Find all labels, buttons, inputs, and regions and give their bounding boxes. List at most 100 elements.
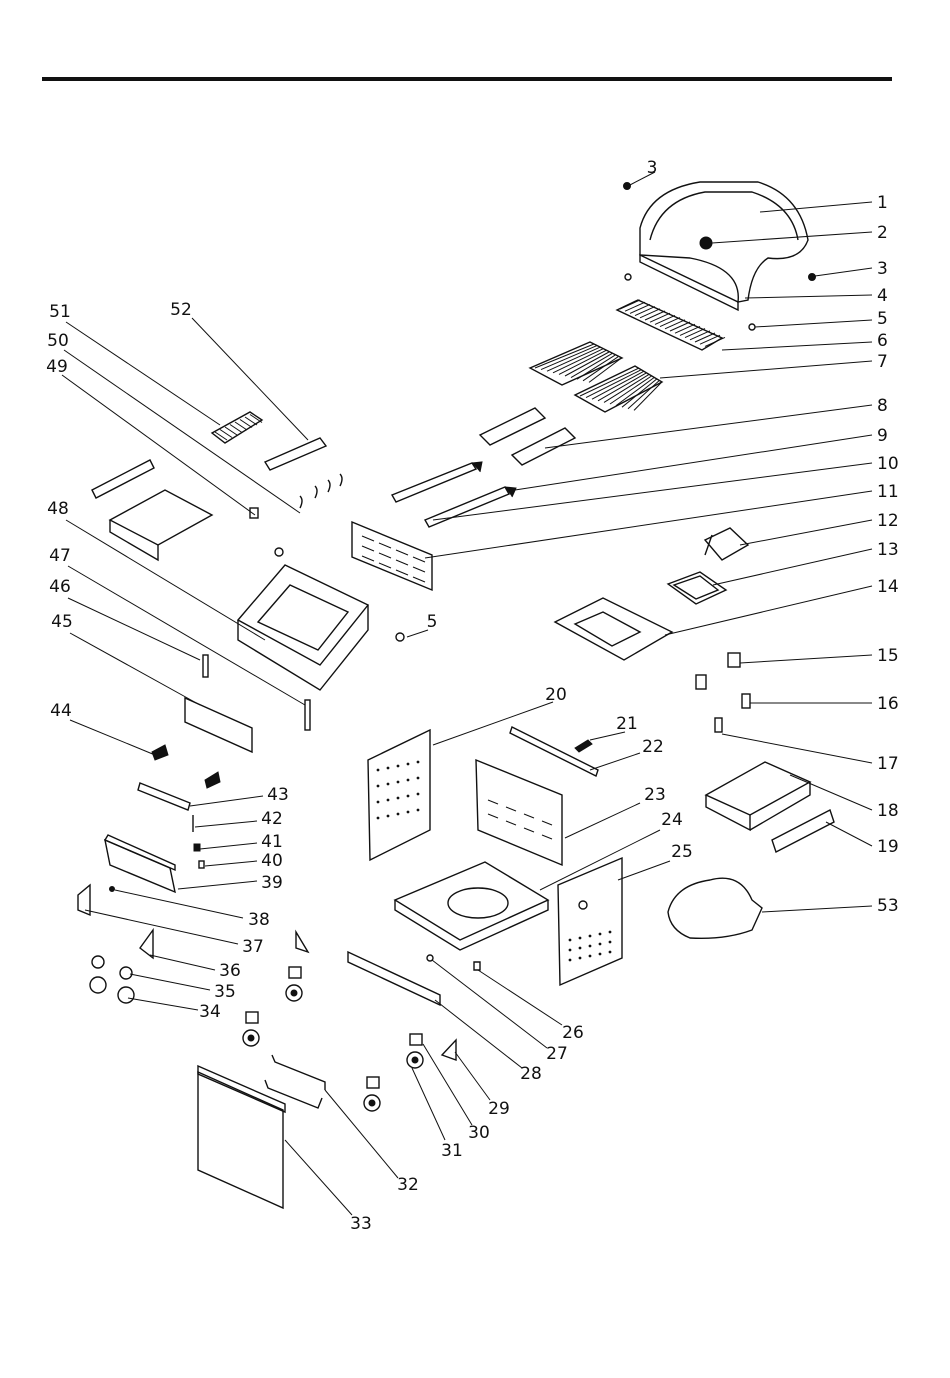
screw-3-top — [624, 183, 631, 190]
cabinet-door-part — [198, 1066, 285, 1208]
bracket-16a — [696, 675, 706, 689]
leader-line-30 — [423, 1044, 472, 1125]
callout-label-32: 32 — [397, 1175, 419, 1195]
callout-label-50: 50 — [47, 331, 69, 351]
part-41 — [194, 844, 200, 851]
bracket-17 — [715, 718, 722, 732]
callout-label-10: 10 — [877, 454, 899, 474]
rail-22-part — [510, 727, 598, 776]
left-shelf-trim — [92, 460, 154, 498]
leader-line-22 — [590, 753, 640, 770]
leader-line-5b — [407, 630, 428, 637]
shelf-trim-part — [772, 810, 834, 852]
callout-label-48: 48 — [47, 499, 69, 519]
cabinet-base-part — [395, 862, 548, 950]
callout-label-34: 34 — [199, 1002, 221, 1022]
bottom-rail-part — [348, 952, 440, 1005]
callout-label-47: 47 — [49, 546, 71, 566]
callout-label-19: 19 — [877, 837, 899, 857]
leader-line-42 — [195, 821, 257, 827]
left-side-shelf — [110, 490, 212, 560]
leader-line-17 — [722, 734, 872, 763]
callout-label-52: 52 — [170, 300, 192, 320]
part-47 — [305, 700, 310, 730]
heat-shield-part — [352, 522, 432, 590]
leader-line-2 — [712, 232, 872, 243]
callout-label-21: 21 — [616, 714, 638, 734]
leader-line-19 — [826, 822, 872, 846]
callout-label-23: 23 — [644, 785, 666, 805]
leader-line-33 — [285, 1140, 352, 1215]
leader-line-24 — [540, 830, 660, 890]
screw-firebox — [275, 548, 283, 556]
hooks-part — [300, 474, 342, 508]
bracket-16 — [742, 694, 750, 708]
callout-label-2: 2 — [877, 223, 888, 243]
leader-line-26 — [478, 970, 562, 1025]
callout-label-20: 20 — [545, 685, 567, 705]
clip-49 — [250, 508, 258, 518]
cabinet-back-panel — [476, 760, 562, 865]
callout-label-6: 6 — [877, 331, 888, 351]
bracket-side-part — [296, 932, 308, 952]
leader-line-36 — [150, 955, 215, 970]
callout-label-40: 40 — [261, 851, 283, 871]
leader-line-39 — [178, 881, 257, 889]
callout-label-37: 37 — [242, 937, 264, 957]
leader-line-3 — [815, 268, 872, 276]
cabinet-side-panel-left — [368, 730, 430, 860]
callout-label-46: 46 — [49, 577, 71, 597]
callout-label-35: 35 — [214, 982, 236, 1002]
screw-3-right — [809, 274, 816, 281]
callout-label-43: 43 — [267, 785, 289, 805]
leader-line-7 — [660, 361, 872, 378]
callout-label-28: 28 — [520, 1064, 542, 1084]
leader-line-44 — [70, 720, 155, 755]
leader-line-29 — [455, 1052, 490, 1100]
leader-line-35 — [130, 974, 210, 990]
callout-label-30: 30 — [468, 1123, 490, 1143]
callout-label-8: 8 — [877, 396, 888, 416]
caster-rear-3 — [243, 1012, 259, 1046]
screw-5-mid — [396, 633, 404, 641]
leader-line-51 — [66, 322, 220, 425]
hook-bar-part — [265, 1055, 325, 1108]
header-rule — [42, 77, 892, 81]
leader-line-14 — [665, 586, 872, 635]
valves-part — [152, 745, 220, 788]
callout-label-31: 31 — [441, 1141, 463, 1161]
control-panel-part — [105, 835, 175, 892]
cabinet-side-panel-right — [558, 858, 622, 985]
firebox-part — [238, 565, 368, 690]
callout-label-29: 29 — [488, 1099, 510, 1119]
leader-line-6 — [722, 342, 872, 350]
leader-line-23 — [565, 803, 640, 838]
warming-rack-part — [617, 300, 725, 350]
callout-label-1: 1 — [877, 193, 888, 213]
rail-21-part — [575, 740, 592, 752]
fitting-26 — [474, 962, 480, 970]
callout-label-26: 26 — [562, 1023, 584, 1043]
leader-line-53 — [762, 906, 872, 912]
leader-line-10 — [433, 463, 872, 520]
lid-part — [640, 182, 808, 310]
callout-label-13: 13 — [877, 540, 899, 560]
control-knob-1 — [120, 967, 132, 979]
leader-line-40 — [205, 861, 257, 866]
side-burner-part — [265, 438, 326, 470]
callout-label-12: 12 — [877, 511, 899, 531]
caster-rear-2 — [286, 967, 302, 1001]
callout-label-33: 33 — [350, 1214, 372, 1234]
drip-tray-part — [668, 572, 726, 604]
callout-label-36: 36 — [219, 961, 241, 981]
leader-line-13 — [713, 549, 872, 585]
leader-line-8 — [545, 405, 872, 448]
leader-line-48 — [66, 520, 265, 640]
part-46 — [203, 655, 208, 677]
leader-line-37 — [85, 910, 238, 944]
callout-label-24: 24 — [661, 810, 683, 830]
right-side-shelf-part — [706, 762, 810, 830]
side-burner-grate — [212, 412, 262, 443]
leader-line-5a — [755, 320, 872, 327]
